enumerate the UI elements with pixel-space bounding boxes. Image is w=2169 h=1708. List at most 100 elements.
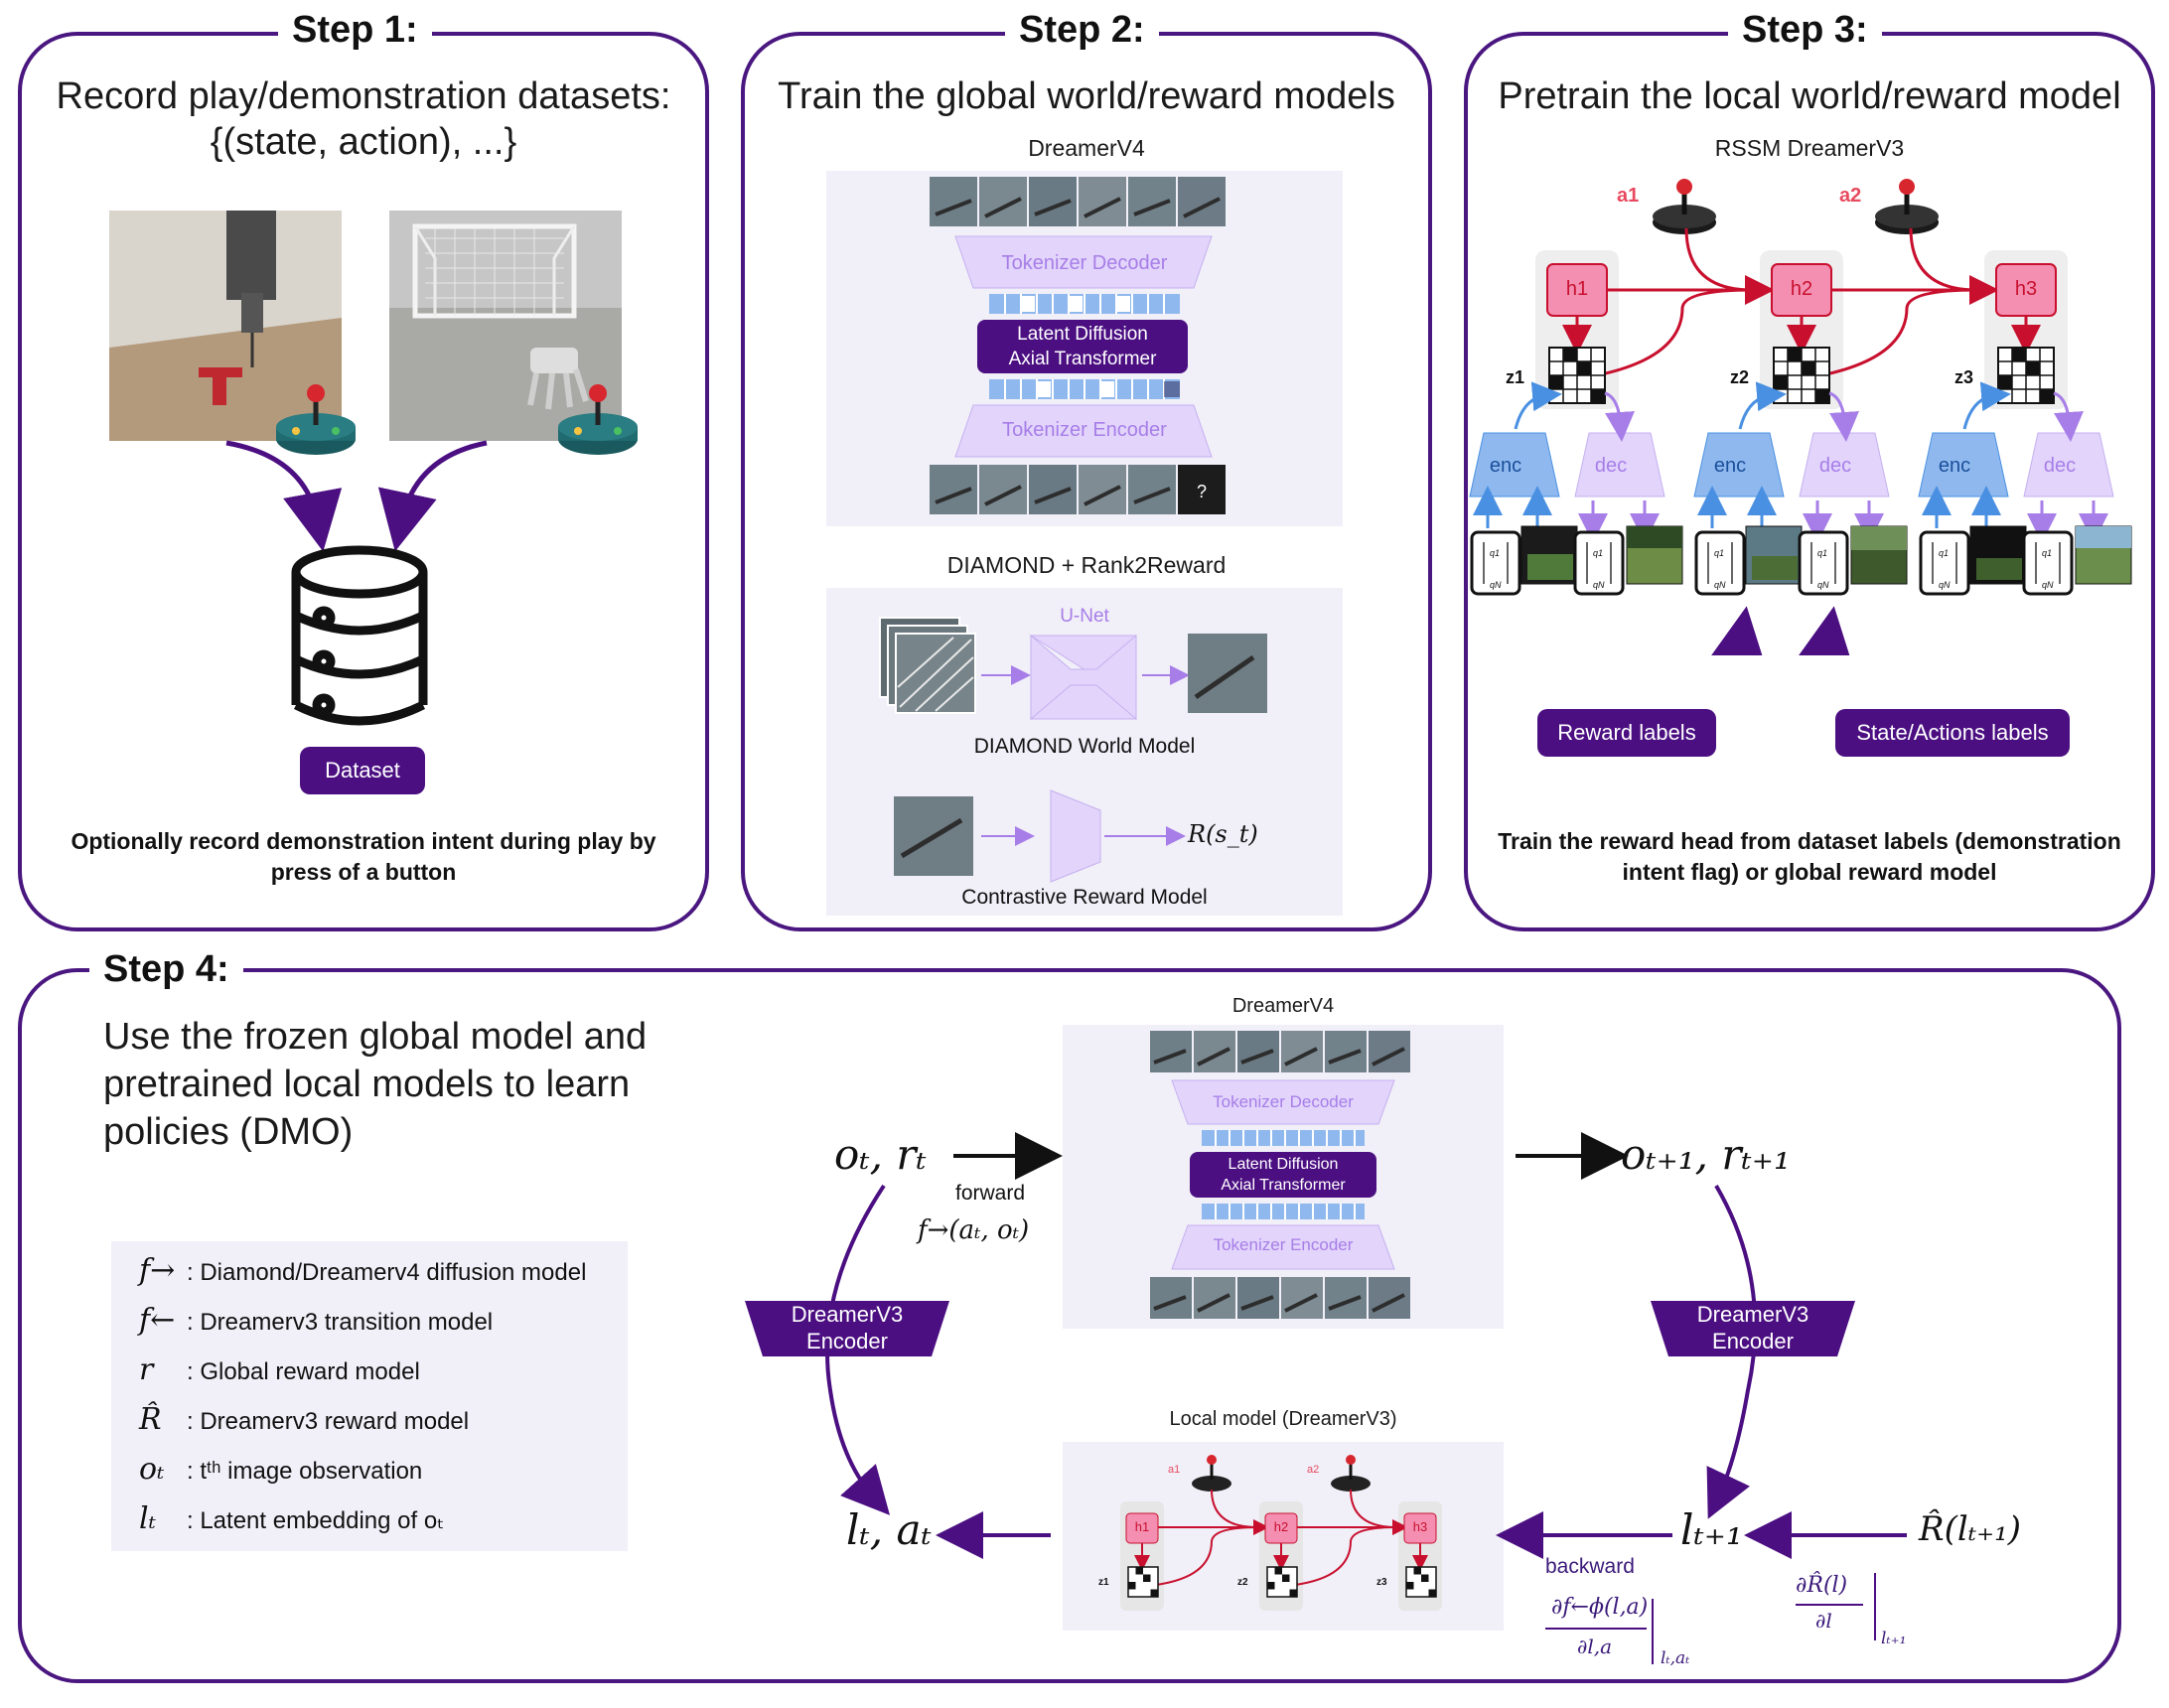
enc-label-3: enc [1938,455,1971,477]
encoder-left-line2: Encoder [806,1329,888,1353]
dreamerv3-encoder-right-shape [1651,1301,1855,1356]
lt1-math: lₜ₊₁ [1680,1505,1743,1554]
step4-title: Step 4: [89,947,243,991]
qN-label-5: qN [1939,580,1951,590]
rssm-diagram [1469,179,2132,655]
backward-label: backward [1545,1555,1635,1578]
z2-grid [1773,347,1830,404]
h1-node [1546,263,1608,317]
step4-heading: Use the frozen global model and pretrain… [103,1016,648,1153]
step2-tokenizer-decoder: Tokenizer Decoder [1001,252,1168,274]
qN-label-2: qN [1593,580,1605,590]
local-z2-grid [1266,1566,1298,1598]
legend-box [111,1241,628,1551]
rhat-lt1-math: R̂(lₜ₊₁) [1919,1509,2021,1549]
legend-description: : Diamond/Dreamerv4 diffusion model [187,1259,587,1286]
observation-pair-2 [1694,525,1908,596]
local-z2-label: z2 [1237,1577,1248,1588]
step4-tokenizer-encoder: Tokenizer Encoder [1213,1235,1354,1254]
qN-label-6: qN [2042,580,2054,590]
local-h2-label: h2 [1273,1519,1289,1534]
step2-diamond-label: DIAMOND + Rank2Reward [946,552,1227,578]
diamond-world-model-label: DIAMOND World Model [973,735,1196,758]
joystick-icon [558,384,638,455]
enc-shape-1 [1469,432,1560,498]
stacked-frames [879,617,976,714]
step2-latent-line1: Latent Diffusion [1017,324,1148,345]
forward-fn-math: f→(aₜ, oₜ) [918,1215,1030,1245]
legend-description: : Latent embedding of oₜ [187,1507,445,1534]
enc-shape-3 [1918,432,2009,498]
legend-description: : Dreamerv3 transition model [187,1309,494,1336]
joystick-icon [276,384,356,455]
a2-label: a2 [1839,185,1862,207]
local-model-diagram [1120,1455,1442,1611]
enc-shape-2 [1693,432,1785,498]
step1-heading-line1: Record play/demonstration datasets: [56,75,671,117]
dec-label-1: dec [1594,455,1628,477]
a1-label: a1 [1617,185,1640,207]
step4-latent-transformer: Latent Diffusion Axial Transformer [1190,1154,1376,1196]
legend-row: R̂ : Dreamerv3 reward model [139,1402,469,1437]
legend: f→: Diamond/Dreamerv4 diffusion model f←… [139,1247,626,1545]
encoder-left-line1: DreamerV3 [791,1302,904,1327]
legend-description: : tᵗʰ image observation [187,1458,423,1485]
observation-pair-1 [1470,525,1683,596]
tokenizer-encoder-shape [954,404,1213,458]
grad-f-numerator: ∂f←ϕ(l,a) [1551,1595,1649,1620]
encoder-right-line1: DreamerV3 [1696,1302,1809,1327]
z2-label: z2 [1730,367,1750,387]
legend-row: r: Global reward model [139,1352,420,1387]
local-z3-grid [1405,1566,1437,1598]
legend-row: lₜ : Latent embedding of oₜ [139,1501,444,1536]
step3-rssm-label: RSSM DreamerV3 [1714,135,1905,161]
dreamerv3-encoder-right: DreamerV3 Encoder [1651,1301,1855,1354]
z1-label: z1 [1506,367,1525,387]
q1-label-4: q1 [1817,548,1828,558]
unet-label: U-Net [1060,606,1109,627]
step1-note: Optionally record demonstration intent d… [71,828,656,885]
frame-strip-top [1150,1031,1410,1072]
joystick-icon [1653,179,1716,234]
step4-latent-line1: Latent Diffusion [1228,1156,1339,1173]
local-h3-label: h3 [1412,1519,1428,1534]
qN-label-4: qN [1817,580,1829,590]
h3-node [1995,263,2057,317]
dreamerv3-encoder-left-shape [745,1301,949,1356]
encoder-right-line2: Encoder [1712,1329,1794,1353]
legend-row: f→ : Diamond/Dreamerv4 diffusion model [139,1253,586,1288]
step1-title: Step 1: [278,8,432,52]
dreamerv3-encoder-left: DreamerV3 Encoder [745,1301,949,1354]
enc-label-2: enc [1713,455,1747,477]
step2-latent-transformer: Latent Diffusion Axial Transformer [977,322,1188,371]
local-h1-label: h1 [1134,1519,1150,1534]
legend-description: : Dreamerv3 reward model [187,1408,470,1435]
local-z3-label: z3 [1376,1577,1387,1588]
step2-latent-line2: Axial Transformer [1008,349,1157,369]
grad-f-eval: lₜ,aₜ [1661,1648,1690,1668]
qN-label-1: qN [1490,580,1502,590]
dec-label-3: dec [2043,455,2077,477]
local-model-label: Local model (DreamerV3) [1169,1408,1397,1430]
legend-symbol: lₜ [139,1501,156,1536]
ot1-rt1-math: oₜ₊₁, rₜ₊₁ [1621,1130,1791,1179]
legend-symbol: r [139,1352,154,1387]
q1-label-1: q1 [1490,548,1501,558]
dataset-badge: Dataset [300,747,425,794]
step3-note: Train the reward head from dataset label… [1498,828,2121,885]
dreamerv4-diagram [930,177,1226,514]
state-action-labels-badge: State/Actions labels [1835,709,2070,757]
step2-dreamer-label: DreamerV4 [1028,135,1145,161]
step1-illustration [109,211,638,726]
frame-strip-bottom [1150,1277,1410,1319]
h3-label: h3 [2014,278,2038,300]
lt-at-math: lₜ, aₜ [846,1505,932,1554]
question-mark-frame: ? [1196,482,1207,501]
dec-label-2: dec [1818,455,1852,477]
legend-symbol: f→ [139,1253,176,1288]
step4-tokenizer-decoder: Tokenizer Decoder [1213,1092,1354,1111]
grad-r-numerator: ∂R̂(l) [1796,1573,1848,1598]
reward-output-math: R(s_t) [1188,820,1258,848]
legend-symbol: R̂ [139,1402,162,1437]
arrow-to-dataset-right [377,440,488,552]
